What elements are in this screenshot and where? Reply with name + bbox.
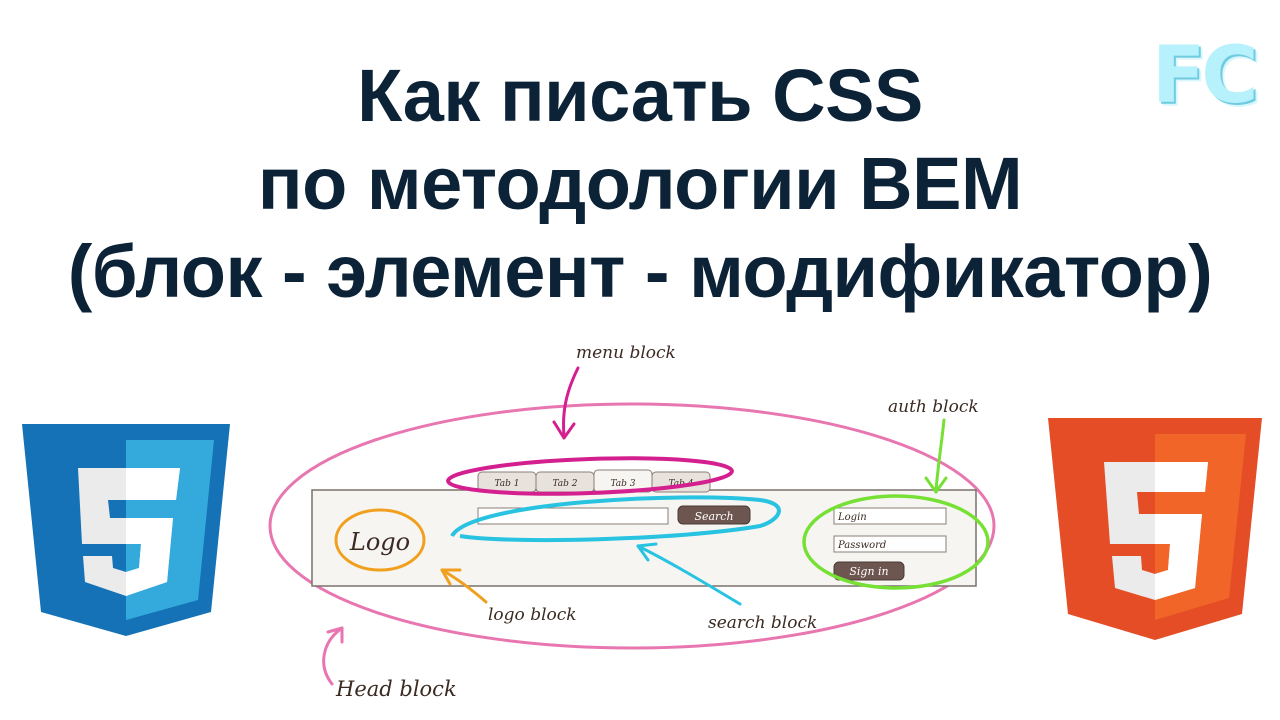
title-line-2: по методологии BEM [257,142,1023,225]
search-input[interactable] [477,507,669,525]
logo-arrowhead [440,568,462,586]
fc-logo-text: FC [1152,31,1259,121]
head-block-label: Head block [335,677,457,701]
title-line-3: (блок - элемент - модификатор) [67,230,1213,313]
menu-block-outline [446,456,734,496]
tab-1-label: Tab 1 [494,479,519,489]
head-arrowhead [326,626,344,644]
menu-block-label: menu block [576,343,676,363]
tab-3-label: Tab 3 [610,479,635,489]
page-title: Как писать CSS по методологии BEM (блок … [0,52,1280,316]
logo-arrow [440,568,488,604]
auth-block-outline [802,494,990,590]
password-field-placeholder: Password [837,540,886,551]
search-button-label: Search [694,510,733,523]
menu-arrowhead [552,420,576,440]
tabs-group: Tab 1 Tab 2 Tab 3 Tab 4 [477,469,711,493]
logo-block-label: logo block [488,605,577,625]
search-block-label: search block [708,613,817,633]
signin-button-label: Sign in [849,565,888,578]
title-line-1: Как писать CSS [357,54,923,137]
bem-diagram: Tab 1 Tab 2 Tab 3 Tab 4 Search Logo Logi… [268,343,996,701]
auth-arrowhead [924,476,948,494]
search-block-outline [450,495,781,543]
login-field[interactable] [833,507,947,525]
fc-logo: FC [1152,26,1259,126]
logo-text: Logo [349,528,410,556]
css3-shield-icon [22,424,230,636]
password-field[interactable] [833,535,947,553]
auth-arrow [934,418,946,492]
search-arrowhead [636,542,658,562]
auth-block-label: auth block [888,397,979,417]
signin-button[interactable] [833,561,905,581]
tab-2-label: Tab 2 [552,479,577,489]
menu-arrow [562,366,580,438]
head-arrow [322,626,344,686]
head-block-outline [268,402,996,650]
login-field-placeholder: Login [837,512,867,523]
search-button[interactable] [677,505,751,525]
html5-shield-icon [1048,418,1262,640]
logo-block-outline [334,508,426,572]
search-arrow [636,544,742,606]
